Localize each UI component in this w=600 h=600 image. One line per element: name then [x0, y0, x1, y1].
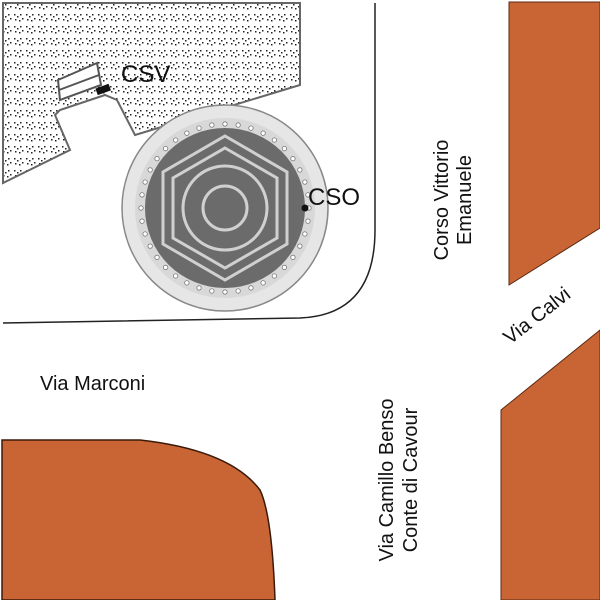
fountain-stud [302, 231, 308, 237]
fountain-stud [260, 280, 266, 286]
fountain-stud [271, 273, 277, 279]
fountain-stud [248, 285, 254, 291]
fountain-stud [302, 179, 308, 185]
fountain-stud [260, 130, 266, 136]
fountain-stud [305, 218, 311, 224]
fountain-stud [297, 243, 303, 249]
street-label-cavour-line1: Via Camillo Benso [376, 398, 398, 561]
fountain-stud [222, 121, 228, 127]
fountain-stud [248, 125, 254, 131]
street-label-via-marconi: Via Marconi [40, 373, 145, 395]
fountain-stud [209, 288, 215, 294]
fountain-stud [222, 289, 228, 295]
fountain-stud [271, 137, 277, 143]
street-label-corso-line1: Corso Vittorio [431, 140, 453, 261]
fountain-stud [139, 192, 145, 198]
fountain-stud [154, 254, 160, 260]
fountain-stud [281, 264, 287, 270]
piazza-boundary [2, 3, 376, 324]
fountain-stud [196, 125, 202, 131]
fountain-studs [138, 121, 312, 295]
building-bottom-left [1, 439, 276, 600]
street-label-via-calvi: Via Calvi [500, 283, 575, 349]
fountain-stud [196, 285, 202, 291]
fountain-stud [173, 137, 179, 143]
fountain-stud [235, 122, 241, 128]
fountain-stud [147, 243, 153, 249]
fountain-stud [290, 254, 296, 260]
fountain-stud [297, 167, 303, 173]
fountain-stud [147, 167, 153, 173]
cso-label: CSO [308, 184, 360, 211]
fountain-stud [138, 205, 144, 211]
fountain-stud [173, 273, 179, 279]
fountain-stud [163, 146, 169, 152]
building-top-right [508, 1, 600, 286]
hatched-building [2, 2, 301, 185]
building-bottom-right [500, 329, 600, 600]
fountain-stud [235, 288, 241, 294]
fountain-stud [305, 192, 311, 198]
fountain-stud [184, 130, 190, 136]
fountain-stud [154, 156, 160, 162]
fountain-stud [184, 280, 190, 286]
fountain-stud [139, 218, 145, 224]
cso-marker [301, 204, 309, 212]
street-label-corso-line2: Emanuele [454, 155, 476, 245]
fountain-stud [281, 146, 287, 152]
csv-structure [56, 61, 111, 102]
street-label-cavour-line2: Conte di Cavour [400, 407, 422, 552]
fountain-stud [163, 264, 169, 270]
fountain [121, 104, 329, 312]
fountain-stud [142, 179, 148, 185]
fountain-stud [290, 156, 296, 162]
csv-label: CSV [121, 61, 170, 88]
fountain-stud [142, 231, 148, 237]
fountain-stud [209, 122, 215, 128]
